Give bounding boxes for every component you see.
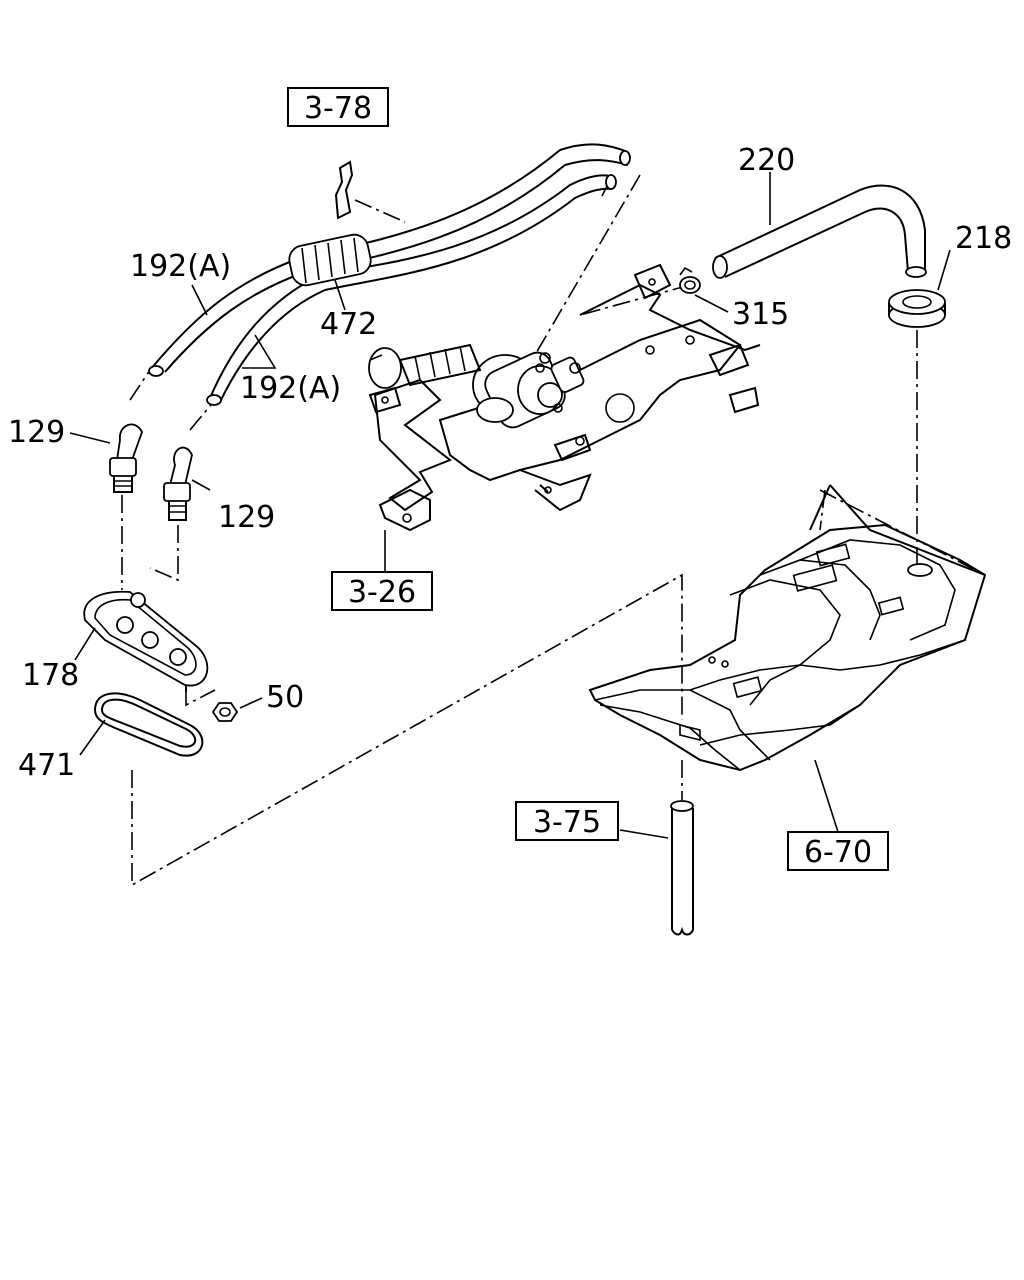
ref-label-6-70: 6-70 [804,835,872,870]
ref-label-3-75: 3-75 [533,805,601,840]
label-315: 315 [732,297,789,332]
leader-lines [69,172,951,839]
label-192a-lower: 192(A) [240,371,341,406]
label-220: 220 [738,143,795,178]
label-218: 218 [955,221,1012,256]
hose-192a-lower [206,174,617,406]
hose-220 [712,184,927,279]
clip-bracket [334,160,354,220]
pipe-3-75 [670,800,694,936]
grommet-218 [888,289,946,328]
part-labels: 192(A) 192(A) 472 220 218 315 129 129 17… [8,143,1012,783]
label-178: 178 [22,658,79,693]
ref-box-3-78[interactable]: 3-78 [287,87,389,127]
ref-box-6-70[interactable]: 6-70 [787,831,889,871]
fitting-129-right [163,446,193,521]
nut-50 [211,702,239,722]
ref-label-3-78: 3-78 [304,91,372,126]
hose-192a-upper [148,143,631,377]
valve-assembly [368,263,761,532]
label-471: 471 [18,748,75,783]
floor-panel [588,484,987,772]
label-50: 50 [266,680,304,715]
fitting-129-left [109,423,143,493]
label-129-left: 129 [8,415,65,450]
plate-178 [83,590,209,692]
label-472: 472 [320,307,377,342]
ref-label-3-26: 3-26 [348,575,416,610]
clamp-315 [679,266,701,294]
label-192a-upper: 192(A) [130,249,231,284]
label-129-right: 129 [218,500,275,535]
ref-box-3-75[interactable]: 3-75 [515,801,619,841]
ref-box-3-26[interactable]: 3-26 [331,571,433,611]
guide-lines [121,174,986,887]
sleeve-472 [288,233,372,287]
oring-471 [93,692,204,757]
